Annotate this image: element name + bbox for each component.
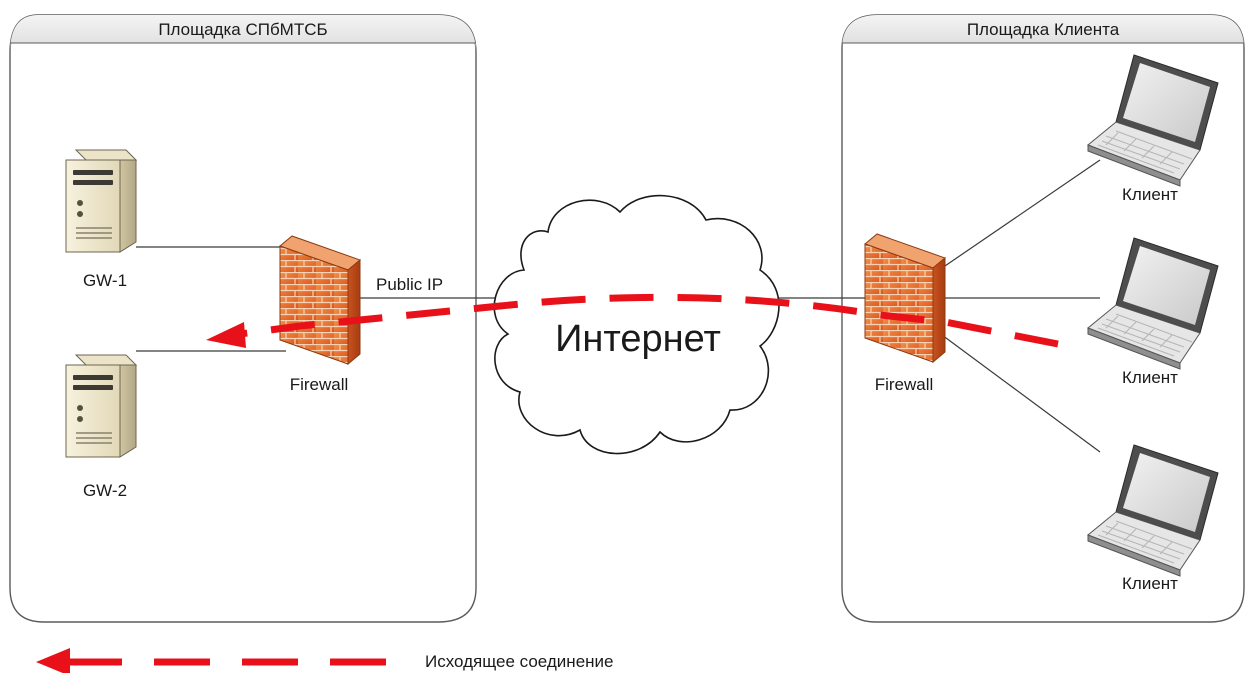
internet-label: Интернет: [555, 318, 721, 360]
zone-title-right: Площадка Клиента: [967, 20, 1120, 39]
legend-label: Исходящее соединение: [425, 652, 614, 671]
link-firewall-client-3: [941, 334, 1101, 453]
client-2[interactable]: Клиент: [1087, 237, 1219, 387]
firewall-left[interactable]: Firewall: [279, 235, 361, 394]
firewall-left-label: Firewall: [290, 375, 349, 394]
zone-spbmtsb: Площадка СПбМТСБ: [9, 14, 477, 623]
firewall-right[interactable]: Firewall: [864, 233, 946, 394]
server-gw1[interactable]: GW-1: [65, 149, 137, 290]
zone-title-left: Площадка СПбМТСБ: [158, 20, 327, 39]
internet-cloud[interactable]: Интернет: [493, 194, 780, 455]
server-gw2-label: GW-2: [83, 481, 127, 500]
legend-arrowhead: [36, 648, 70, 673]
outgoing-connection-path: [206, 293, 1059, 348]
firewall-right-label: Firewall: [875, 375, 934, 394]
internet-cloud-icon: [493, 194, 780, 455]
connection-arrowhead: [206, 322, 246, 348]
network-links: [136, 159, 1101, 453]
public-ip-label: Public IP: [376, 275, 443, 294]
server-tower-icon: [65, 149, 137, 253]
client-3-label: Клиент: [1122, 574, 1178, 593]
legend: Исходящее соединение: [36, 648, 614, 673]
client-1[interactable]: Клиент: [1087, 54, 1219, 204]
client-3[interactable]: Клиент: [1087, 444, 1219, 593]
client-1-label: Клиент: [1122, 185, 1178, 204]
server-gw1-label: GW-1: [83, 271, 127, 290]
client-2-label: Клиент: [1122, 368, 1178, 387]
link-firewall-client-1: [941, 159, 1101, 269]
server-gw2[interactable]: GW-2: [65, 354, 137, 500]
server-tower-icon: [65, 354, 137, 458]
